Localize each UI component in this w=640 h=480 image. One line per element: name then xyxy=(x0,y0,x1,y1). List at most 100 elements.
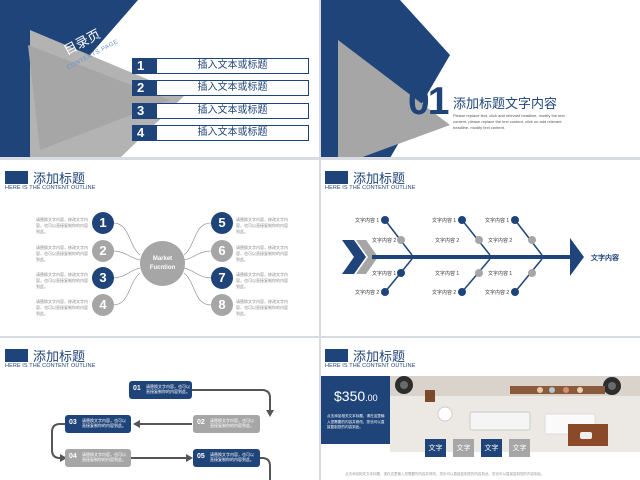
tag-button-3[interactable]: 文字 xyxy=(481,439,502,457)
center-circle xyxy=(140,241,185,286)
flow-step-3[interactable]: 03 请替换文字内容，也可以直接复制你的内容到此。 xyxy=(65,415,131,433)
item-text: 请替换文字内容，修改文字内容，也可以直接复制你的内容到此。 xyxy=(236,245,288,262)
bone-label: 文字内容 1 xyxy=(355,218,380,224)
item-text: 请替换文字内容，修改文字内容，也可以直接复制你的内容到此。 xyxy=(36,245,88,262)
step-text: 请替换文字内容，也可以直接复制你的内容到此。 xyxy=(82,418,126,428)
footer-text: 点击添加相关文本标题，请在这里输入您需要的内容并修改，您也可以直接复制您的内容到… xyxy=(345,472,545,476)
bone-label: 文字内容 1 xyxy=(432,218,457,224)
slide-process-flow[interactable]: 添加标题 HERE IS THE CONTENT OUTLINE 01 请替换文… xyxy=(0,338,320,480)
bone-label: 文字内容 1 xyxy=(488,271,513,277)
price-value: $350.00 xyxy=(334,388,378,404)
item-text: 请替换文字内容，修改文字内容，也可以直接复制你的内容到此。 xyxy=(236,299,288,316)
slide-fishbone[interactable]: 添加标题 HERE IS THE CONTENT OUTLINE 文字内容 文字… xyxy=(320,160,640,338)
triangle-decoration xyxy=(320,0,450,158)
step-number: 02 xyxy=(197,419,205,426)
toc-item-4[interactable]: 4 插入文本或标题 xyxy=(132,125,309,141)
header-bar xyxy=(5,171,28,184)
fishbone-head-label: 文字内容 xyxy=(591,255,619,262)
arrow-tag-icon xyxy=(132,125,162,141)
item-text: 请替换文字内容，修改文字内容，也可以直接复制你的内容到此。 xyxy=(36,217,88,234)
arrow-tag-icon xyxy=(132,80,162,96)
connector-lines xyxy=(112,222,212,306)
step-number: 04 xyxy=(69,453,77,460)
bone-label: 文字内容 2 xyxy=(432,290,457,296)
slide-subtitle: HERE IS THE CONTENT OUTLINE xyxy=(5,363,96,369)
bone-label: 文字内容 1 xyxy=(435,271,460,277)
arrow-tag-icon xyxy=(132,103,162,119)
section-number: 01 xyxy=(408,80,449,123)
price-description: 点击添加相关文本标题，请在这里输入您需要的内容并修改，您也可以直接复制您的内容到… xyxy=(327,414,385,429)
center-label: Market Fucntion xyxy=(149,256,176,271)
item-number-circle: 6 xyxy=(211,240,233,262)
toc-item-label: 插入文本或标题 xyxy=(156,103,309,119)
slide-product[interactable]: 添加标题 HERE IS THE CONTENT OUTLINE $350.00… xyxy=(320,338,640,480)
step-number: 01 xyxy=(133,385,141,392)
toc-item-2[interactable]: 2 插入文本或标题 xyxy=(132,80,309,96)
tag-button-2[interactable]: 文字 xyxy=(453,439,474,457)
toc-item-3[interactable]: 3 插入文本或标题 xyxy=(132,103,309,119)
fishbone-diagram xyxy=(342,216,584,296)
slide-title: 添加标题 xyxy=(353,349,406,364)
slide-title: 添加标题 xyxy=(353,171,406,186)
horizontal-divider xyxy=(0,336,640,338)
bone-label: 文字内容 2 xyxy=(372,238,397,244)
toc-item-number: 1 xyxy=(137,58,145,73)
flow-step-2[interactable]: 02 请替换文字内容，也可以直接复制你的内容到此。 xyxy=(193,415,260,433)
tag-button-1[interactable]: 文字 xyxy=(425,439,446,457)
item-number-circle: 2 xyxy=(92,240,114,262)
flow-step-4[interactable]: 04 请替换文字内容，也可以直接复制你的内容到此。 xyxy=(65,449,131,467)
step-number: 03 xyxy=(69,419,77,426)
flow-connectors xyxy=(51,389,274,480)
slide-subtitle: HERE IS THE CONTENT OUTLINE xyxy=(325,185,416,191)
toc-item-number: 2 xyxy=(137,80,145,95)
item-text: 请替换文字内容，修改文字内容，也可以直接复制你的内容到此。 xyxy=(236,272,288,289)
flow-step-5[interactable]: 05 请替换文字内容，也可以直接复制你的内容到此。 xyxy=(193,449,260,467)
bone-label: 文字内容 2 xyxy=(435,238,460,244)
price-panel xyxy=(320,376,390,444)
bone-label: 文字内容 2 xyxy=(488,238,513,244)
item-text: 请替换文字内容，修改文字内容，也可以直接复制你的内容到此。 xyxy=(36,272,88,289)
slide-subtitle: HERE IS THE CONTENT OUTLINE xyxy=(5,185,96,191)
bone-label: 文字内容 1 xyxy=(485,218,510,224)
item-number-circle: 8 xyxy=(211,294,233,316)
toc-item-label: 插入文本或标题 xyxy=(156,125,309,141)
step-number: 05 xyxy=(197,453,205,460)
step-text: 请替换文字内容，也可以直接复制你的内容到此。 xyxy=(210,452,254,462)
step-text: 请替换文字内容，也可以直接复制你的内容到此。 xyxy=(146,384,190,394)
toc-item-number: 4 xyxy=(137,125,145,140)
section-title: 添加标题文字内容 xyxy=(453,96,558,111)
slide-title: 添加标题 xyxy=(33,349,86,364)
item-text: 请替换文字内容，修改文字内容，也可以直接复制你的内容到此。 xyxy=(236,217,288,234)
arrow-tag-icon xyxy=(132,58,162,74)
item-number-circle: 4 xyxy=(92,294,114,316)
slide-title: 添加标题 xyxy=(33,171,86,186)
price-cents: .00 xyxy=(365,393,378,403)
horizontal-divider xyxy=(0,157,640,160)
header-bar xyxy=(5,349,28,362)
vertical-divider xyxy=(319,0,321,480)
bone-label: 文字内容 1 xyxy=(372,271,397,277)
bone-label: 文字内容 2 xyxy=(355,290,380,296)
toc-item-label: 插入文本或标题 xyxy=(156,80,309,96)
slide-subtitle: HERE IS THE CONTENT OUTLINE xyxy=(325,363,416,369)
section-body: Please replace text, click add relevant … xyxy=(453,113,565,130)
item-number-circle: 1 xyxy=(92,212,114,234)
price-main: $350 xyxy=(334,388,366,404)
item-number-circle: 3 xyxy=(92,267,114,289)
slide-section-01[interactable]: 01 添加标题文字内容 Please replace text, click a… xyxy=(320,0,640,158)
toc-item-number: 3 xyxy=(137,103,145,118)
flow-step-1[interactable]: 01 请替换文字内容，也可以直接复制你的内容到此。 xyxy=(129,381,192,399)
bone-label: 文字内容 2 xyxy=(485,290,510,296)
step-text: 请替换文字内容，也可以直接复制你的内容到此。 xyxy=(210,418,254,428)
toc-item-1[interactable]: 1 插入文本或标题 xyxy=(132,58,309,74)
toc-item-label: 插入文本或标题 xyxy=(156,58,309,74)
tag-button-4[interactable]: 文字 xyxy=(509,439,530,457)
item-number-circle: 7 xyxy=(211,267,233,289)
step-text: 请替换文字内容，也可以直接复制你的内容到此。 xyxy=(82,452,126,462)
header-bar xyxy=(325,349,348,362)
item-number-circle: 5 xyxy=(211,212,233,234)
slide-contents[interactable]: 目录页 CONTENTS PAGE 1 插入文本或标题 2 插入文本或标题 3 … xyxy=(0,0,320,158)
header-bar xyxy=(325,171,348,184)
slide-market-function[interactable]: 添加标题 HERE IS THE CONTENT OUTLINE Market … xyxy=(0,160,320,338)
item-text: 请替换文字内容，修改文字内容，也可以直接复制你的内容到此。 xyxy=(36,299,88,316)
